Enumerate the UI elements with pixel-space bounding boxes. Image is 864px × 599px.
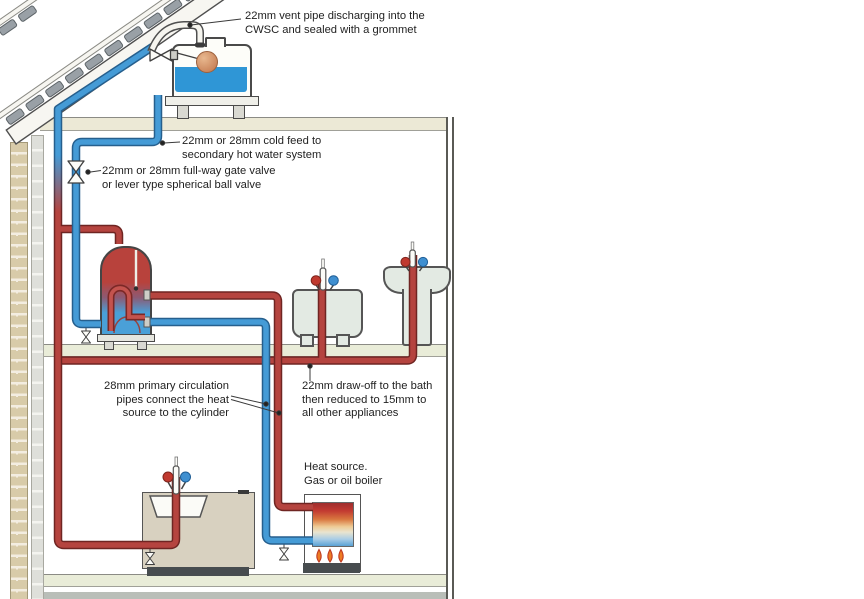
kitchen-taps [162, 456, 191, 495]
label-primary-circulation: 28mm primary circulation pipes connect t… [104, 380, 229, 420]
label-draw-off: 22mm draw-off to the bath then reduced t… [302, 380, 433, 420]
brick-wall [10, 142, 28, 599]
drain-cock-kitchen [145, 549, 155, 565]
label-gate-valve: 22mm or 28mm full-way gate valve or leve… [102, 165, 276, 191]
drain-cock-cylinder [81, 328, 91, 344]
cylinder-return-stub [143, 316, 151, 328]
gate-valve-icon [67, 160, 85, 184]
basin-taps [400, 241, 429, 272]
float-valve [149, 48, 179, 62]
right-wall-inner-line [446, 117, 448, 599]
cylinder-stand [97, 334, 155, 342]
boiler-heat-exchanger [312, 502, 354, 547]
roof-upper-course [0, 0, 52, 36]
vent-and-kitchen-pipes [53, 42, 181, 550]
basin-cold-tap-icon [417, 256, 429, 268]
worktop-edge-detail [238, 490, 249, 494]
cistern-stand-leg [233, 105, 245, 119]
probe-tip [133, 286, 139, 291]
bath-foot [336, 334, 350, 347]
label-heat-source: Heat source. Gas or oil boiler [304, 461, 383, 487]
cistern-stand-leg [177, 105, 189, 119]
primary-circulation-pipes [148, 291, 313, 545]
cold-feed-pipe [71, 95, 163, 329]
bath-foot [300, 334, 314, 347]
float-valve-icon [149, 48, 162, 62]
roof [0, 0, 268, 145]
cistern-stand [165, 96, 259, 106]
roof-tiles [5, 0, 202, 125]
label-vent-pipe: 22mm vent pipe discharging into the CWSC… [245, 10, 425, 36]
cylinder-coil [107, 284, 145, 334]
kitchen-unit-plinth [147, 567, 249, 576]
block-wall [31, 135, 44, 599]
leader-lines [85, 18, 313, 416]
foundation-strip [42, 592, 446, 599]
bath-hot-tap-icon [310, 275, 322, 286]
flame-icons [316, 548, 344, 563]
cylinder-stand-leg [104, 341, 114, 350]
grommet [194, 42, 206, 48]
cylinder-stand-leg [137, 341, 147, 350]
kitchen-cold-tap-icon [180, 471, 191, 483]
cistern-lid-handle [205, 37, 226, 47]
brick-wall-joints [16, 142, 18, 599]
basin-spout [409, 249, 416, 268]
bath-cold-tap-icon [328, 275, 339, 286]
hot-draw-off-pipes [58, 255, 418, 365]
roof-ridge-board [0, 0, 251, 121]
cylinder-flow-stub [143, 289, 151, 301]
kitchen-hot-run [55, 44, 179, 548]
boiler-plinth [303, 563, 360, 573]
bath-taps [310, 258, 339, 291]
basin-hot-tap-icon [400, 256, 411, 268]
float-ball [196, 51, 218, 73]
kitchen-hot-tap-icon [162, 471, 174, 483]
bath-tub [292, 289, 363, 338]
label-cold-feed: 22mm or 28mm cold feed to secondary hot … [182, 135, 322, 161]
kitchen-spout [172, 465, 180, 495]
right-wall-outer-line [452, 117, 454, 599]
drain-cock-boiler [279, 544, 289, 561]
